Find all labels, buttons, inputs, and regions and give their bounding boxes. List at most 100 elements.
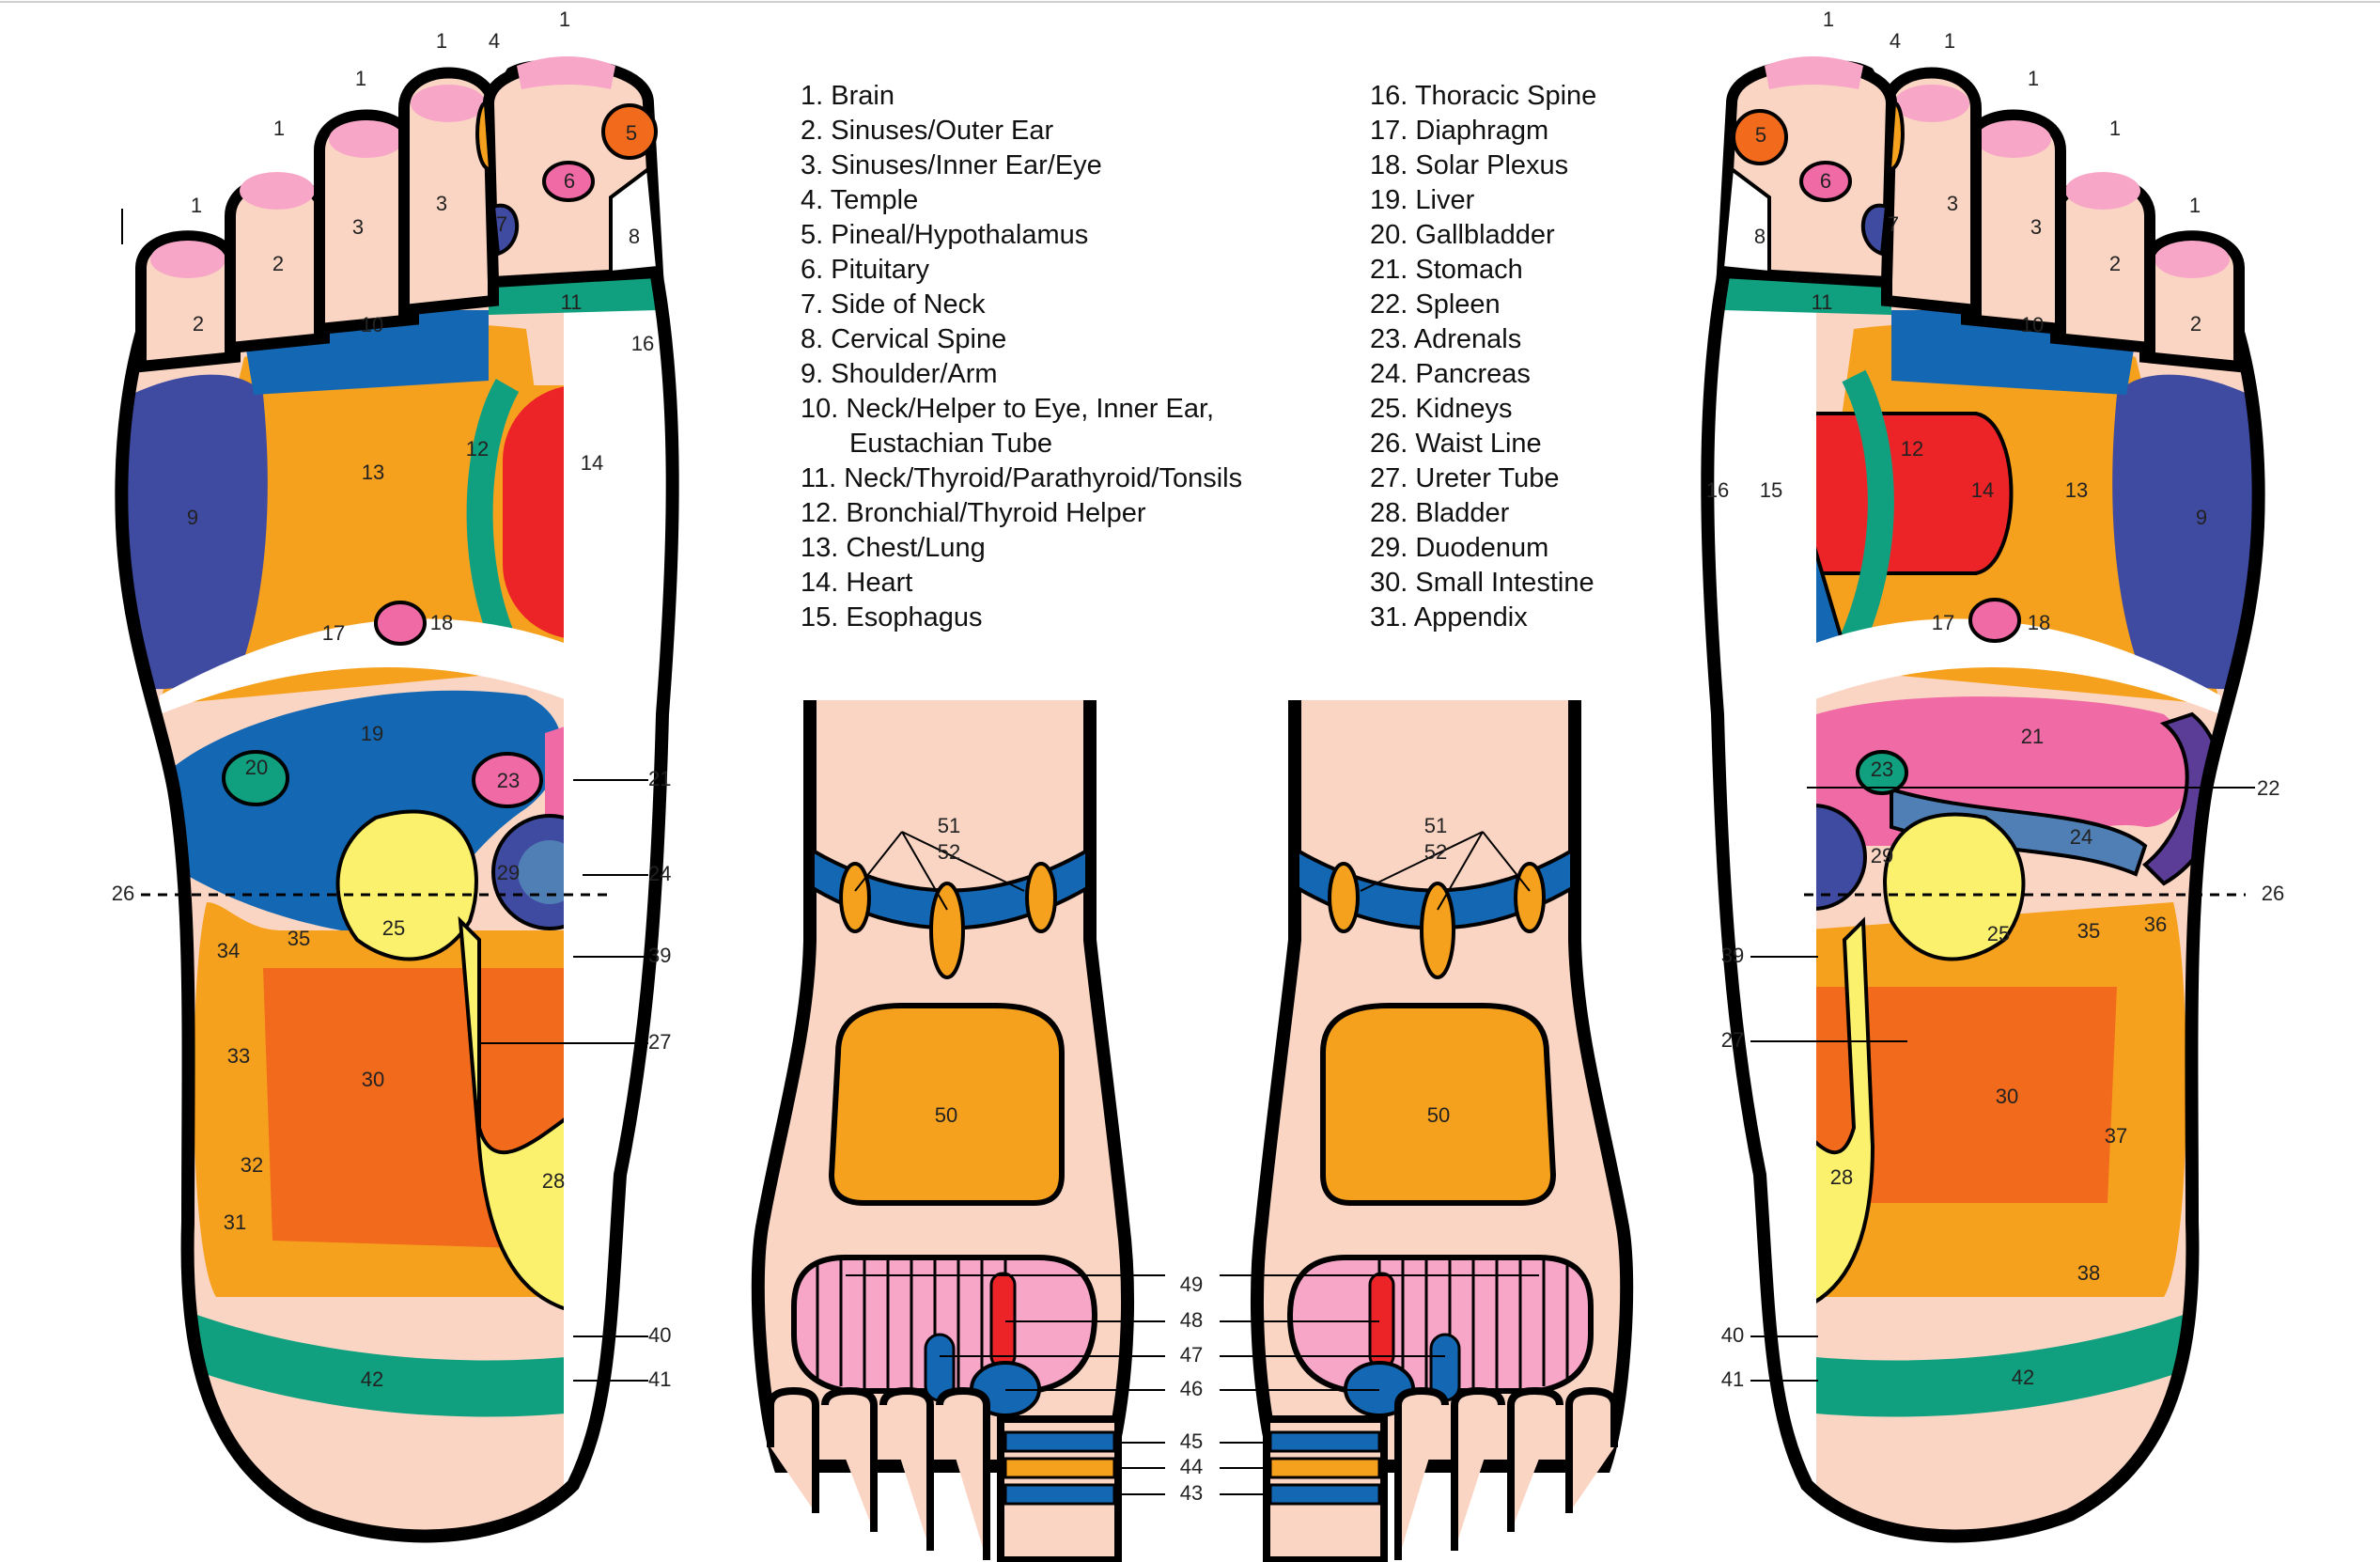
num-label: 12	[466, 437, 489, 461]
num-label: 48	[1180, 1308, 1203, 1332]
num-label: 50	[1427, 1103, 1450, 1127]
left-zone-42	[150, 1297, 601, 1417]
num-label: 16	[1706, 478, 1729, 502]
num-label: 39	[648, 944, 671, 967]
top-left-zone-44	[1003, 1457, 1116, 1479]
right-foot-labels: 1 4 1 1 1 1 5 6 7 8 3 3 2 2 11 10 12 16 …	[1706, 8, 2284, 1391]
left-zone-18-solar-plexus	[374, 601, 427, 646]
num-label: 29	[1871, 844, 1893, 867]
right-zone-9-shoulder	[2112, 374, 2259, 690]
legend-item: 14. Heart	[801, 568, 913, 598]
num-label: 30	[1996, 1085, 2018, 1108]
right-zone-6-pituitary	[1799, 161, 1852, 202]
right-zone-12-bronchial	[1832, 369, 1894, 664]
num-label: 26	[2262, 882, 2284, 905]
num-label: 45	[1180, 1429, 1203, 1453]
left-zone-23-adrenals	[472, 752, 543, 808]
top-right-toes	[1394, 1386, 1618, 1560]
top-right-zone-50	[1320, 1003, 1557, 1206]
num-label: 40	[648, 1323, 671, 1347]
num-label: 8	[629, 225, 640, 248]
num-label: 6	[1820, 169, 1831, 193]
top-right-ankle-band	[1296, 847, 1574, 930]
top-right-zone-44	[1268, 1457, 1381, 1479]
legend-item: 8. Cervical Spine	[801, 324, 1007, 354]
left-zone-25-kidneys	[335, 809, 478, 961]
right-zone-4-temple	[1890, 102, 1905, 171]
right-zone-5-pineal	[1732, 109, 1788, 165]
num-label: 18	[2028, 611, 2050, 634]
right-zone-42	[1779, 1297, 2230, 1417]
legend-item: 18. Solar Plexus	[1370, 150, 1569, 180]
num-label: 2	[2190, 312, 2201, 336]
legend-item: 2. Sinuses/Outer Ear	[801, 116, 1054, 146]
num-label: 10	[2021, 313, 2044, 336]
num-label: 24	[2070, 825, 2092, 849]
num-label: 12	[1901, 437, 1923, 461]
num-label: 7	[1888, 212, 1899, 236]
legend-item: 27. Ureter Tube	[1370, 463, 1560, 493]
top-right-zone-43	[1268, 1483, 1381, 1506]
legend-item: 5. Pineal/Hypothalamus	[801, 220, 1089, 250]
num-label: 24	[648, 862, 671, 885]
num-label: 1	[2028, 67, 2039, 90]
num-label: 33	[227, 1044, 250, 1068]
num-label: 25	[1987, 922, 2010, 945]
num-label: 38	[2077, 1261, 2100, 1285]
num-label: 27	[1721, 1028, 1744, 1052]
right-zone-7-side-of-neck	[1860, 203, 1890, 257]
num-label: 26	[112, 882, 134, 905]
num-label: 21	[2021, 725, 2044, 748]
top-foot-left: 51 52 50	[751, 700, 1165, 1562]
num-label: 27	[648, 1030, 671, 1054]
legend-item: 30. Small Intestine	[1370, 568, 1594, 598]
num-label: 14	[581, 451, 603, 475]
left-zone-7-side-of-neck	[490, 203, 520, 257]
right-toe-5-tip	[2154, 241, 2230, 278]
num-label: 1	[273, 117, 285, 140]
num-label: 36	[2144, 913, 2167, 936]
left-zone-9-shoulder	[121, 374, 268, 690]
num-label: 23	[497, 769, 520, 792]
num-label: 11	[1812, 290, 1833, 314]
left-zone-8-cervical	[609, 165, 661, 275]
num-label: 44	[1180, 1455, 1203, 1478]
center-labels: 49 48 47 46 45 44 43	[1180, 1273, 1203, 1505]
num-label: 50	[935, 1103, 957, 1127]
legend-item: 22. Spleen	[1370, 289, 1501, 320]
num-label: 3	[2030, 215, 2042, 239]
num-label: 7	[496, 212, 507, 236]
num-label: 46	[1180, 1377, 1203, 1400]
num-label: 1	[191, 194, 202, 217]
right-zone-17-diaphragm	[1779, 618, 2220, 714]
legend-item: 25. Kidneys	[1370, 394, 1513, 424]
top-right-labels: 51 52 50	[1424, 814, 1450, 1127]
left-toe-5-tip	[150, 241, 226, 278]
top-right-lymph-52	[1420, 882, 1455, 979]
num-label: 41	[648, 1367, 671, 1391]
num-label: 4	[489, 29, 500, 53]
right-zone-8-cervical	[1719, 165, 1771, 275]
left-foot-sole: 1 1 1 1 1 4 2 2 3 3 5 6 7 8 9 10 11 12 1…	[112, 8, 679, 1543]
num-label: 32	[241, 1153, 263, 1177]
num-label: 29	[497, 861, 520, 884]
num-label: 22	[2257, 776, 2279, 800]
top-left-zone-50	[828, 1003, 1065, 1206]
legend-item: 4. Temple	[801, 185, 919, 215]
num-label: 28	[542, 1169, 565, 1193]
right-toe-4-tip	[2065, 172, 2140, 210]
num-label: 6	[564, 169, 575, 193]
left-big-toe-tip	[517, 56, 615, 89]
leader-line	[1360, 831, 1531, 911]
num-label: 28	[1830, 1165, 1853, 1189]
right-toe-3-tip	[1976, 120, 2051, 158]
num-label: 42	[361, 1367, 383, 1391]
num-label: 8	[1754, 225, 1766, 248]
legend-item: 1. Brain	[801, 81, 894, 111]
num-label: 1	[436, 29, 447, 53]
num-label: 47	[1180, 1343, 1203, 1367]
num-label: 21	[648, 767, 671, 790]
num-label: 23	[1871, 758, 1893, 781]
